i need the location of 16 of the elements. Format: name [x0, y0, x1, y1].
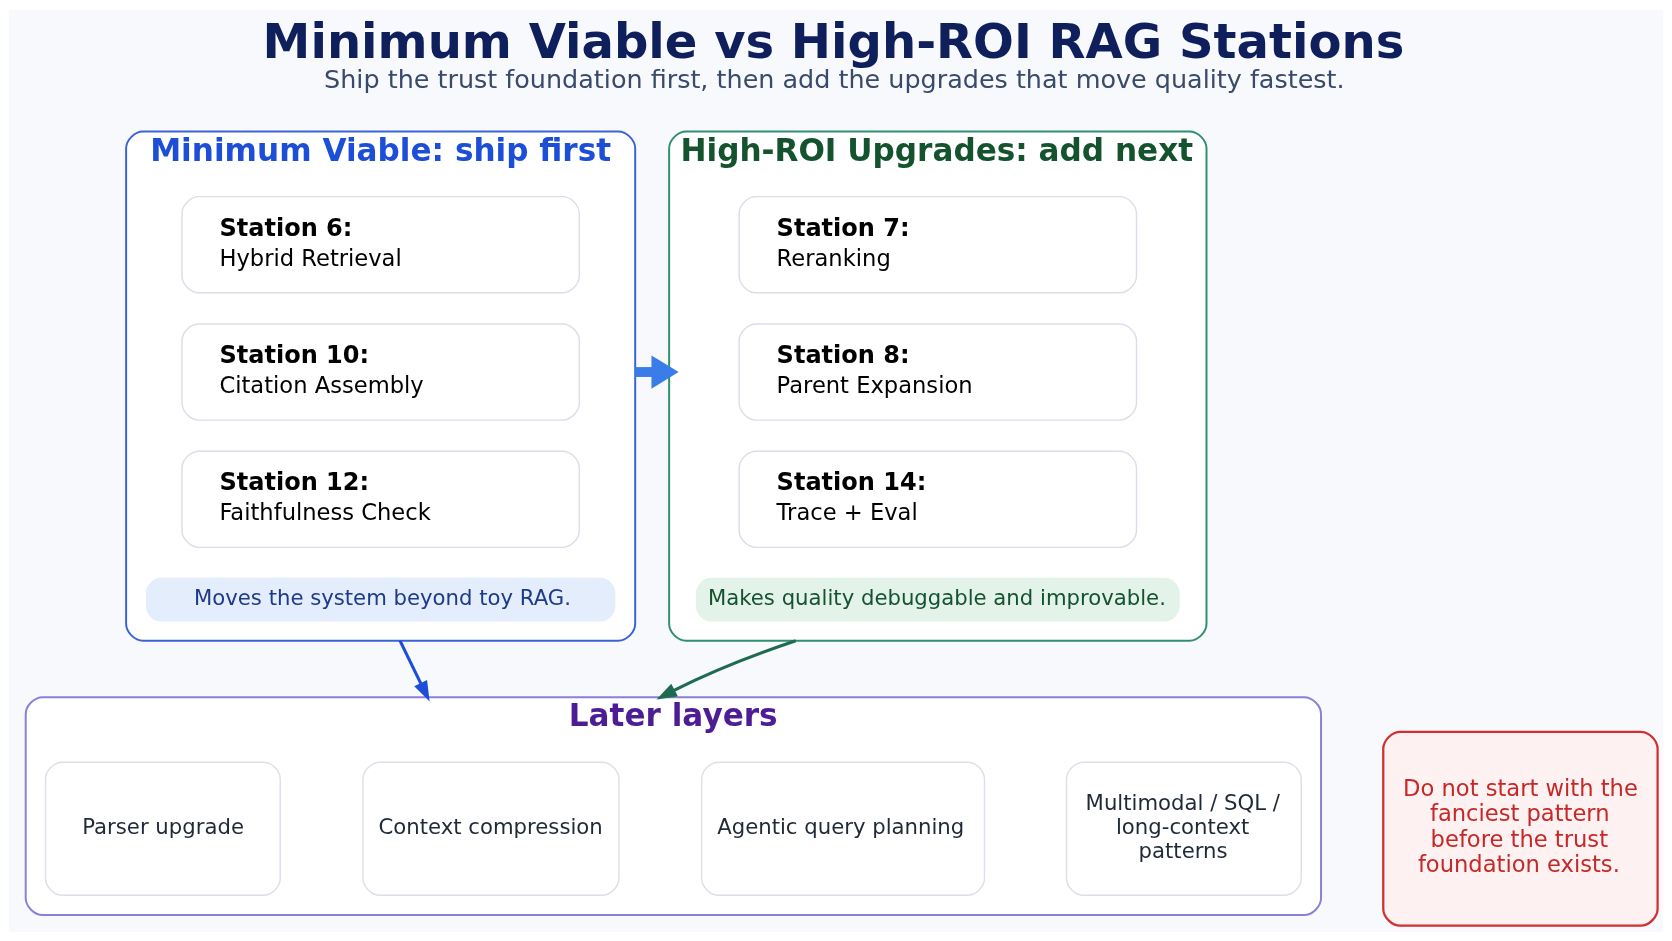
- node-box: Station 6: Hybrid Retrieval: [181, 195, 581, 294]
- node-box: Moves the system beyond toy RAG.: [145, 577, 616, 622]
- node-box: Parser upgrade: [44, 761, 281, 896]
- node-box: Agentic query planning: [700, 761, 986, 896]
- arrow: [656, 638, 797, 699]
- arrow: [398, 639, 430, 701]
- node-box: Makes quality debuggable and improvable.: [696, 577, 1180, 622]
- node-box: Do not start with the fanciest pattern before the trust foundation exists.: [1382, 730, 1659, 927]
- node-box: Multimodal / SQL / long-context patterns: [1065, 761, 1302, 896]
- node-box: Station 10: Citation Assembly: [181, 322, 581, 421]
- node-box: Station 14: Trace + Eval: [738, 450, 1138, 548]
- node-box: Station 7: Reranking: [738, 195, 1138, 294]
- node-box: Station 8: Parent Expansion: [738, 322, 1138, 421]
- node-box: Station 12: Faithfulness Check: [181, 450, 581, 548]
- arrow: [635, 354, 679, 389]
- node-box: Context compression: [362, 761, 620, 896]
